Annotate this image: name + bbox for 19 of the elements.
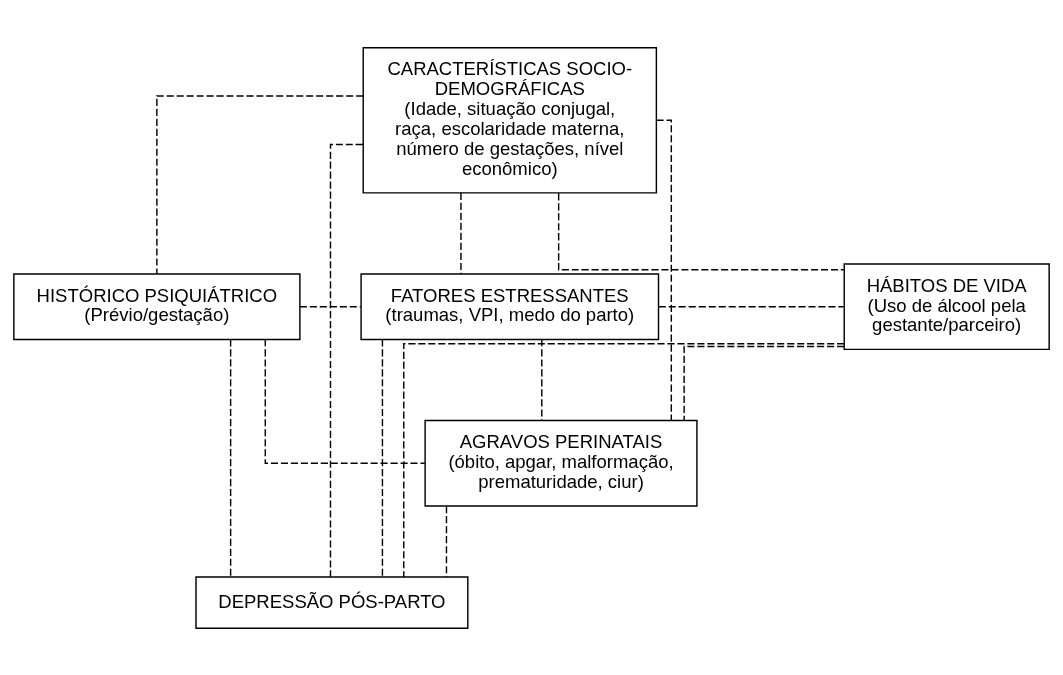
node-box: HÁBITOS DE VIDA (Uso de álcool pela gestante/parceiro) <box>843 262 1050 350</box>
connector <box>460 191 462 275</box>
node-box: HISTÓRICO PSIQUIÁTRICO (Prévio/gestação) <box>13 272 301 340</box>
connector <box>264 338 426 464</box>
connector <box>299 305 362 307</box>
connector <box>381 338 384 578</box>
node-box: FATORES ESTRESSANTES (traumas, VPI, medo do parto) <box>360 272 660 340</box>
node-box: DEPRESSÃO PÓS-PARTO <box>195 575 469 629</box>
node-box: AGRAVOS PERINATAIS (óbito, apgar, malformação, prematuridade, ciur) <box>424 419 698 507</box>
connector <box>557 192 845 270</box>
connector <box>156 94 364 274</box>
connector <box>658 305 845 307</box>
connector <box>445 505 448 577</box>
connector <box>403 342 845 578</box>
connector <box>683 345 845 421</box>
connector <box>329 143 364 577</box>
connector <box>541 338 543 421</box>
node-box: CARACTERÍSTICAS SOCIO-DEMOGRÁFICAS (Idade, situação conjugal, raça, escolaridade materna, número de gestações, nível econômico) <box>362 46 658 194</box>
connector <box>229 338 232 578</box>
